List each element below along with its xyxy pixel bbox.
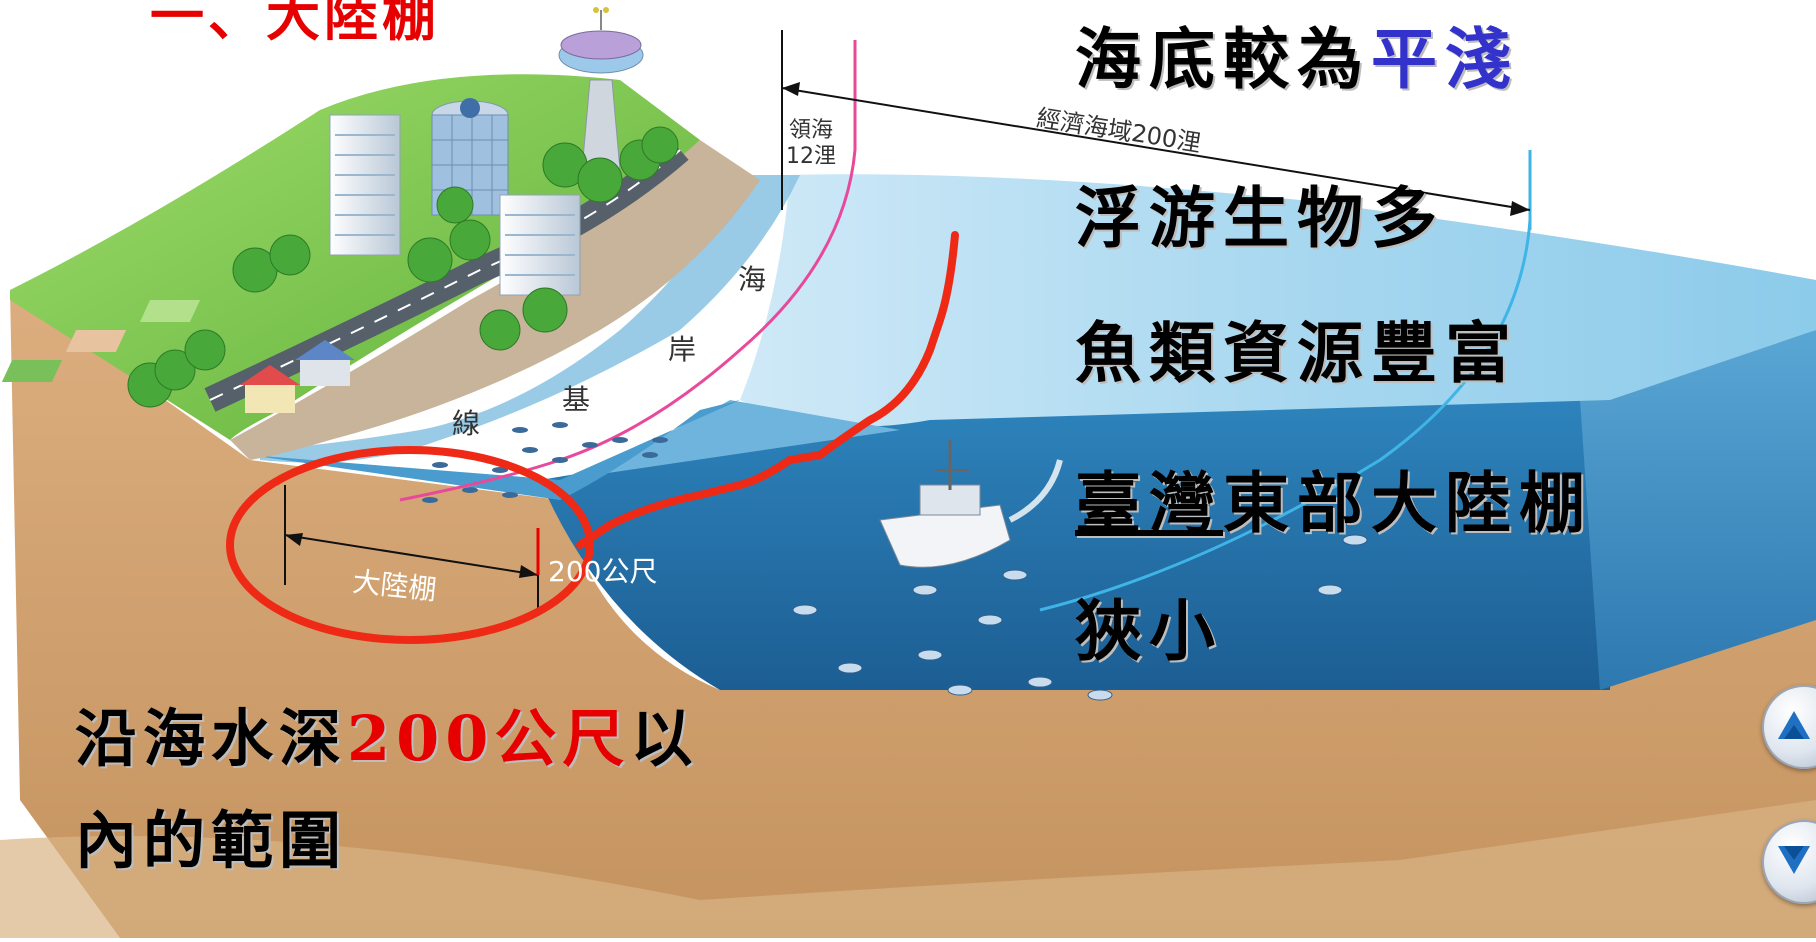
bullet-seafloor-main: 海底較為 [1075, 20, 1371, 98]
bullet-fish-resources: 魚類資源豐富 [1075, 314, 1519, 392]
definition-line2: 內的範圍 [75, 804, 348, 877]
bullet-taiwan-underlined: 臺灣 [1075, 464, 1223, 542]
definition-highlight: 200公尺 [347, 702, 631, 775]
coastline-char-3: 基 [562, 383, 591, 416]
shelf-label: 大陸棚 [351, 564, 439, 607]
bullet-taiwan-rest: 東部大陸棚 [1223, 464, 1593, 542]
triangle-up-icon [1778, 711, 1810, 739]
coastline-char-1: 海 [738, 263, 767, 296]
definition-line1: 沿海水深200公尺以 [75, 688, 698, 778]
territorial-sea-label: 領海 12浬 [786, 118, 836, 170]
territorial-sea-label-line1: 領海 [788, 118, 833, 143]
territorial-sea-label-line2: 12浬 [786, 144, 836, 169]
slide-heading: 一、大陸棚 [150, 0, 440, 48]
depth-label: 200公尺 [548, 555, 658, 588]
coastline-char-4: 線 [452, 407, 481, 440]
coastline-char-2: 岸 [668, 333, 697, 366]
bullet-seafloor: 海底較為平淺 [1075, 6, 1519, 102]
bullet-seafloor-highlight: 平淺 [1371, 20, 1519, 98]
definition-suffix: 以 [630, 702, 699, 775]
triangle-down-icon [1778, 846, 1810, 874]
definition-prefix: 沿海水深 [75, 702, 348, 775]
bullet-narrow: 狹小 [1075, 592, 1223, 670]
bullet-taiwan-east-shelf: 臺灣東部大陸棚 [1075, 450, 1593, 546]
bullet-plankton: 浮游生物多 [1075, 179, 1445, 257]
